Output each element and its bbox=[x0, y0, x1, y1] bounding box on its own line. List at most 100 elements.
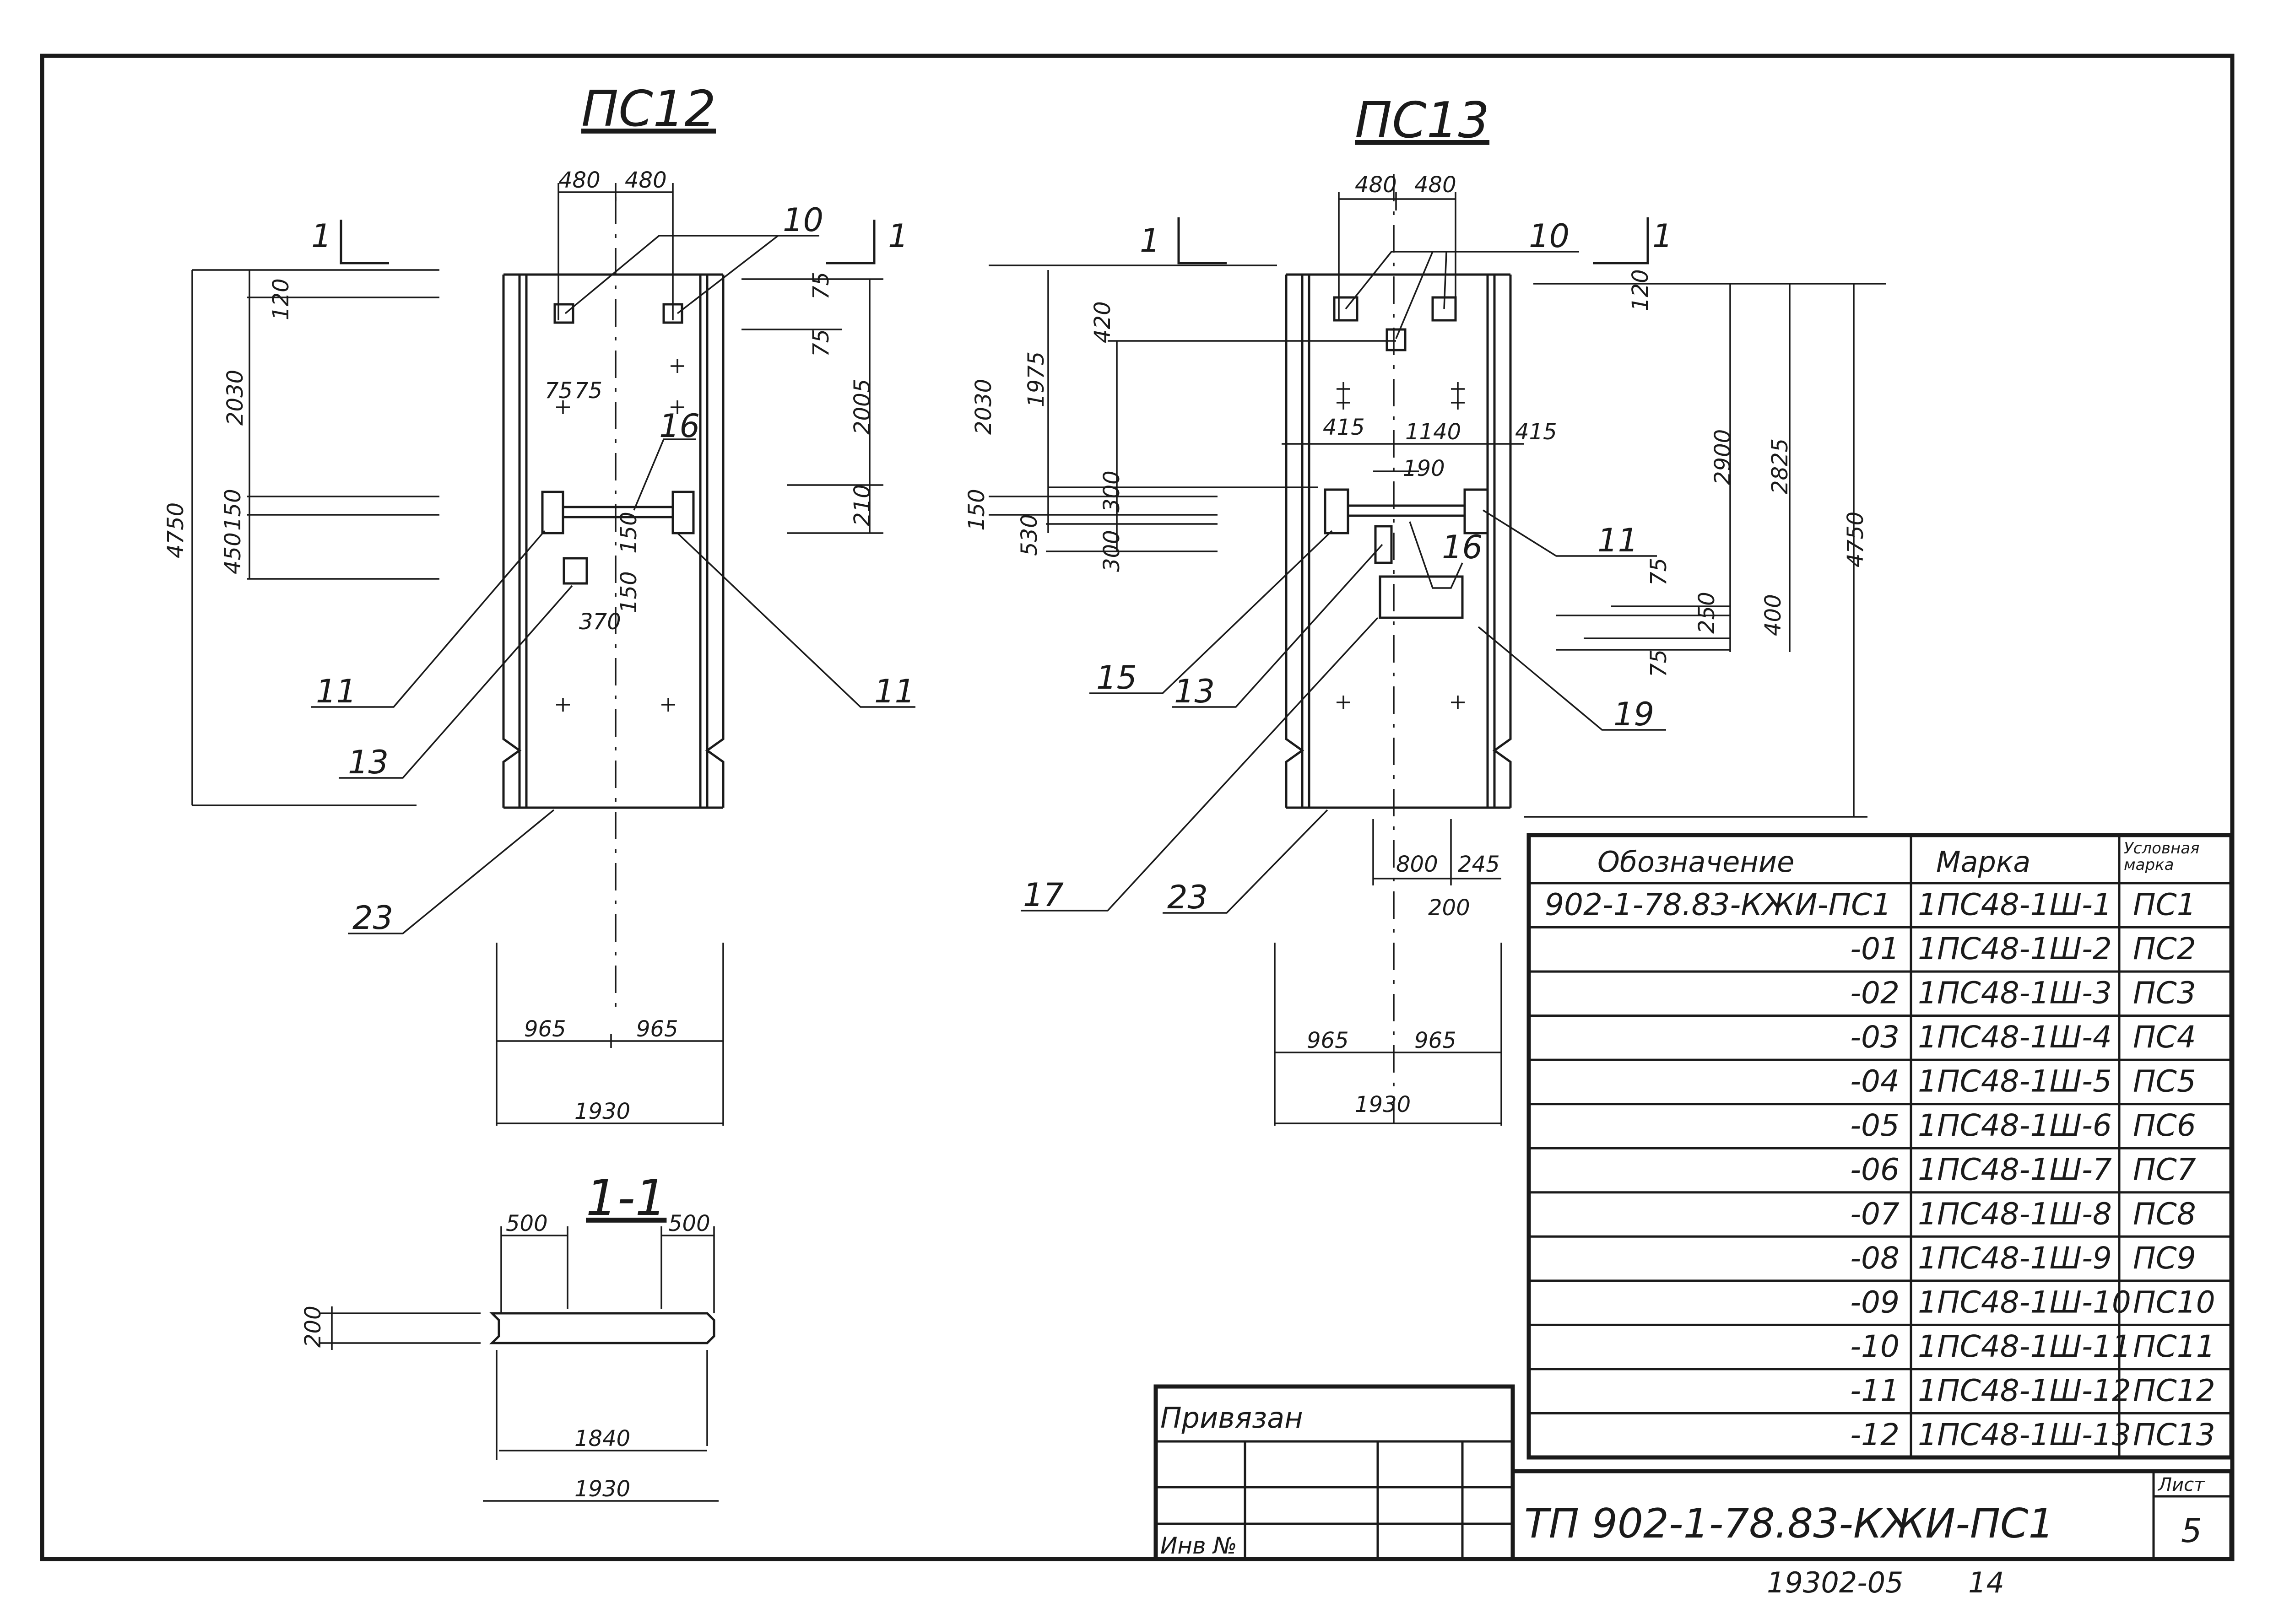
drawing-ps12: ПС12 480 bbox=[163, 81, 915, 1126]
table-header-designation: Обозначение bbox=[1597, 845, 1794, 879]
table-cell-code: ПС5 bbox=[2133, 1064, 2196, 1099]
ps13-dim-300-a: 300 bbox=[1099, 470, 1125, 513]
ps12-dim-370: 370 bbox=[579, 609, 621, 635]
ps12-dim-965-right: 965 bbox=[636, 1016, 678, 1042]
table-cell-code: ПС3 bbox=[2133, 976, 2196, 1011]
ps12-dim-75-c: 75 bbox=[545, 378, 573, 404]
table-cell-code: ПС6 bbox=[2133, 1108, 2196, 1143]
table-cell-designation: -11 bbox=[1850, 1373, 1900, 1408]
ps12-dim-150: 150 bbox=[220, 489, 246, 531]
ps13-dim-75-b: 75 bbox=[1646, 649, 1672, 677]
ps13-callout-15: 15 bbox=[1096, 659, 1137, 696]
ps12-dim-480-right: 480 bbox=[625, 167, 667, 193]
footer-no: 14 bbox=[1968, 1566, 2004, 1599]
ps13-dim-75-a: 75 bbox=[1646, 558, 1672, 586]
title-sheet-no: 5 bbox=[2181, 1511, 2202, 1550]
ps13-callout-13: 13 bbox=[1174, 673, 1215, 710]
ps13-dim-480-left: 480 bbox=[1355, 172, 1397, 198]
title-doc-code: ТП 902-1-78.83-КЖИ-ПС1 bbox=[1524, 1500, 2054, 1547]
ps13-callout-11: 11 bbox=[1597, 522, 1638, 559]
ps13-dim-965-right: 965 bbox=[1414, 1028, 1456, 1053]
table-cell-mark: 1ПС48-1Ш-10 bbox=[1918, 1284, 2131, 1320]
drawing-ps13: ПС13 480 bbox=[964, 92, 1886, 1126]
ps12-dim-150-c: 150 bbox=[616, 571, 642, 613]
ps12-dim-75-d: 75 bbox=[574, 378, 602, 404]
table-cell-code: ПС11 bbox=[2133, 1329, 2215, 1364]
ps12-dim-210: 210 bbox=[850, 484, 875, 526]
ps13-dim-530: 530 bbox=[1017, 514, 1042, 556]
ps13-dim-150: 150 bbox=[964, 489, 990, 531]
table-cell-mark: 1ПС48-1Ш-5 bbox=[1918, 1064, 2112, 1099]
ps13-dim-120: 120 bbox=[1628, 269, 1653, 311]
table-cell-mark: 1ПС48-1Ш-6 bbox=[1918, 1108, 2112, 1143]
ps13-dim-1975: 1975 bbox=[1023, 351, 1049, 407]
ps12-callout-13: 13 bbox=[348, 744, 389, 781]
ps12-section-marks: 1 1 bbox=[311, 217, 909, 264]
ps13-dim-190: 190 bbox=[1403, 456, 1445, 481]
section-dim-500-right: 500 bbox=[668, 1211, 710, 1236]
ps12-panel: 480 480 120 2030 4750 150 450 2005 75 75… bbox=[163, 167, 883, 1126]
table-cell-mark: 1ПС48-1Ш-8 bbox=[1918, 1196, 2112, 1231]
table-cell-code: ПС9 bbox=[2133, 1241, 2196, 1276]
ps13-dim-480-right: 480 bbox=[1414, 172, 1456, 198]
title-inv-label: Инв № bbox=[1160, 1532, 1237, 1559]
ps12-dim-75-a: 75 bbox=[808, 272, 834, 300]
ps13-panel: 480 480 420 1975 2030 150 530 300 300 41… bbox=[964, 172, 1886, 1126]
ps13-section-mark-left: 1 bbox=[1140, 222, 1160, 259]
ps13-dim-200: 200 bbox=[1428, 895, 1470, 921]
ps13-dim-1140: 1140 bbox=[1405, 419, 1461, 445]
footer-code: 19302-05 bbox=[1767, 1566, 1904, 1599]
table-cell-code: ПС4 bbox=[2133, 1020, 2196, 1055]
ps13-dim-2900: 2900 bbox=[1710, 429, 1736, 485]
section-dim-200: 200 bbox=[300, 1306, 326, 1348]
ps12-title: ПС12 bbox=[581, 81, 716, 138]
table-cell-code: ПС2 bbox=[2133, 931, 2196, 966]
ps12-callout-16: 16 bbox=[659, 407, 700, 445]
table-cell-mark: 1ПС48-1Ш-11 bbox=[1918, 1329, 2131, 1364]
ps13-title: ПС13 bbox=[1355, 92, 1489, 149]
ps13-dim-965-left: 965 bbox=[1307, 1028, 1349, 1053]
section-title: 1-1 bbox=[586, 1170, 666, 1227]
ps13-dim-800: 800 bbox=[1396, 852, 1438, 877]
ps13-section-marks: 1 1 bbox=[1140, 217, 1673, 264]
ps12-section-mark-right: 1 bbox=[888, 217, 909, 255]
section-1-1: 1-1 500 500 200 1840 1930 bbox=[300, 1170, 719, 1502]
table-cell-code: ПС7 bbox=[2133, 1152, 2196, 1187]
table-cell-code: ПС12 bbox=[2133, 1373, 2215, 1408]
ps12-callout-11-right: 11 bbox=[874, 673, 915, 710]
ps13-dim-1930: 1930 bbox=[1355, 1092, 1411, 1117]
table-cell-designation: -10 bbox=[1850, 1329, 1900, 1364]
table-cell-mark: 1ПС48-1Ш-13 bbox=[1918, 1417, 2131, 1452]
ps12-callouts: 10 16 11 13 11 23 bbox=[311, 201, 915, 937]
table-header-mark: Марка bbox=[1936, 845, 2030, 879]
table-cell-mark: 1ПС48-1Ш-1 bbox=[1918, 887, 2112, 923]
ps13-dim-300-b: 300 bbox=[1099, 530, 1125, 572]
ps12-dim-120: 120 bbox=[268, 278, 294, 320]
ps12-section-mark-left: 1 bbox=[311, 217, 332, 255]
ps13-dim-250: 250 bbox=[1694, 592, 1720, 634]
ps12-dim-75-b: 75 bbox=[808, 329, 834, 357]
table-cell-designation: -09 bbox=[1850, 1284, 1900, 1320]
table-cell-code: ПС10 bbox=[2133, 1284, 2215, 1320]
table-cell-designation: -07 bbox=[1850, 1196, 1900, 1231]
table-cell-code: ПС1 bbox=[2133, 887, 2196, 923]
table-cell-code: ПС8 bbox=[2133, 1196, 2196, 1231]
table-cell-designation: -05 bbox=[1850, 1108, 1900, 1143]
ps13-dim-415-right: 415 bbox=[1515, 419, 1557, 445]
title-block: Привязан Инв № ТП 902-1-78.83-КЖИ-ПС1 Ли… bbox=[1153, 1384, 2234, 1599]
ps13-callout-17: 17 bbox=[1023, 876, 1064, 914]
ps13-dim-415-left: 415 bbox=[1323, 415, 1365, 440]
ps12-dim-2030: 2030 bbox=[222, 370, 248, 426]
title-sheet-label: Лист bbox=[2157, 1474, 2205, 1495]
ps12-dim-1930: 1930 bbox=[574, 1099, 630, 1124]
table-cell-designation: -12 bbox=[1850, 1417, 1900, 1452]
table-cell-designation: -08 bbox=[1850, 1241, 1900, 1276]
ps13-dim-400: 400 bbox=[1760, 594, 1786, 636]
ps13-dim-245: 245 bbox=[1458, 852, 1500, 877]
ps13-dim-4750: 4750 bbox=[1843, 512, 1868, 567]
table-header-code: Условная марка bbox=[2124, 839, 2204, 874]
ps13-callout-23: 23 bbox=[1167, 879, 1208, 916]
marks-table: Обозначение Марка Условная марка 902-1-7… bbox=[1526, 833, 2234, 1460]
ps13-callouts: 10 11 16 15 13 19 17 23 bbox=[1021, 217, 1666, 916]
